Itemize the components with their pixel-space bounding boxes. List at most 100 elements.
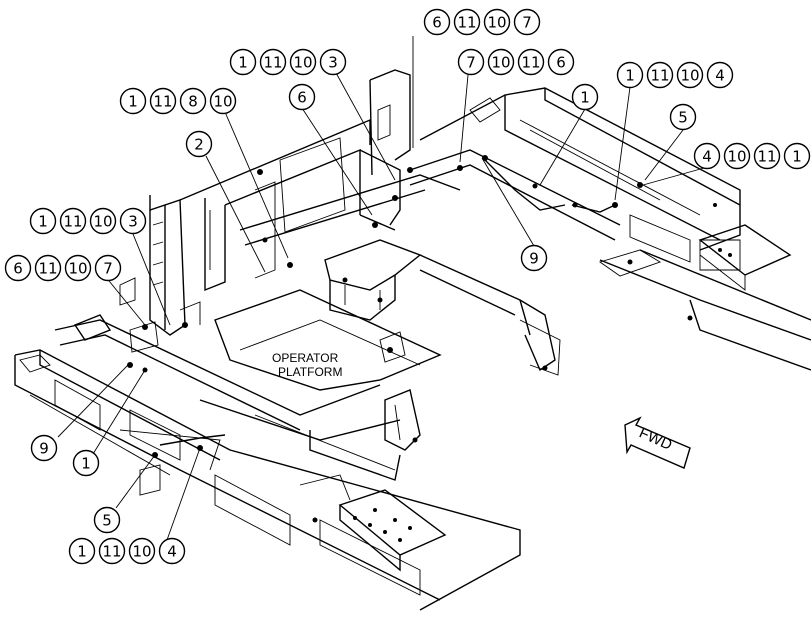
callout-number: 1 [77, 543, 87, 561]
callout-group-6-11-10-7-left: 6 11 10 7 [4, 254, 122, 282]
callout-single-5-right: 5 [669, 103, 697, 131]
fwd-arrow-icon [624, 416, 691, 469]
callout-balloon [783, 142, 811, 170]
callout-number: 4 [702, 148, 712, 166]
callout-balloon [646, 61, 674, 89]
callout-number: 5 [678, 109, 688, 127]
operator-platform-label-line1: OPERATOR [272, 351, 339, 365]
callout-single-6: 6 [288, 83, 316, 111]
callout-group-6-11-10-7-top: 6 11 10 7 [423, 8, 541, 36]
callout-balloon [520, 244, 548, 272]
callout-number: 11 [63, 213, 82, 231]
callout-number: 4 [715, 67, 725, 85]
callout-number: 11 [38, 260, 57, 278]
callout-number: 6 [556, 54, 566, 72]
callout-single-9-center: 9 [520, 244, 548, 272]
callout-number: 1 [238, 54, 248, 72]
fwd-arrow: FWD [624, 416, 691, 469]
callout-balloon [571, 83, 599, 111]
callout-number: 11 [153, 93, 172, 111]
callout-balloon [128, 537, 156, 565]
callout-number: 10 [727, 148, 746, 166]
callout-balloon [29, 207, 57, 235]
callout-number: 1 [128, 93, 138, 111]
callout-balloon [59, 207, 87, 235]
callout-balloon [487, 48, 515, 76]
callout-number: 11 [457, 14, 476, 32]
callout-balloon [423, 8, 451, 36]
callout-balloon [209, 87, 237, 115]
callout-number: 11 [650, 67, 669, 85]
callout-balloon [93, 506, 121, 534]
callout-number: 10 [680, 67, 699, 85]
callout-number: 1 [625, 67, 635, 85]
callout-balloon [676, 61, 704, 89]
callout-number: 6 [13, 260, 23, 278]
callout-balloon [706, 61, 734, 89]
leader-lines [57, 36, 705, 541]
callout-balloon [319, 48, 347, 76]
callout-balloon [517, 48, 545, 76]
callout-balloon [457, 48, 485, 76]
frame-line-art [14, 69, 811, 611]
callout-balloon [94, 254, 122, 282]
callout-number: 10 [68, 260, 87, 278]
callout-number: 11 [263, 54, 282, 72]
callout-number: 7 [103, 260, 113, 278]
callout-balloon [547, 48, 575, 76]
callout-number: 11 [102, 543, 121, 561]
callout-balloon [259, 48, 287, 76]
callout-number: 2 [194, 136, 204, 154]
callout-number: 10 [213, 93, 232, 111]
callout-balloon [72, 449, 100, 477]
callout-number: 8 [188, 93, 198, 111]
callout-balloon [185, 130, 213, 158]
callout-number: 10 [132, 543, 151, 561]
callout-balloon [68, 537, 96, 565]
callout-single-1-left: 1 [72, 449, 100, 477]
callout-balloon [669, 103, 697, 131]
callout-balloon [158, 537, 186, 565]
callout-number: 7 [466, 54, 476, 72]
callout-balloon [693, 142, 721, 170]
callout-balloon [483, 8, 511, 36]
callout-balloon [98, 537, 126, 565]
callout-number: 4 [167, 543, 177, 561]
callout-number: 10 [487, 14, 506, 32]
callout-balloon [30, 434, 58, 462]
callout-balloon [119, 207, 147, 235]
callout-single-2: 2 [185, 130, 213, 158]
callout-number: 7 [522, 14, 532, 32]
callout-number: 6 [432, 14, 442, 32]
callout-number: 1 [38, 213, 48, 231]
callout-balloon [89, 207, 117, 235]
callout-number: 9 [39, 440, 49, 458]
callout-balloon [149, 87, 177, 115]
callout-number: 3 [328, 54, 338, 72]
callout-balloon [4, 254, 32, 282]
callout-balloon [289, 48, 317, 76]
callout-number: 6 [297, 89, 307, 107]
callout-single-1-right: 1 [571, 83, 599, 111]
callout-number: 10 [293, 54, 312, 72]
callout-balloon [513, 8, 541, 36]
callout-number: 5 [102, 512, 112, 530]
callout-balloon [34, 254, 62, 282]
callout-number: 1 [792, 148, 802, 166]
callout-number: 10 [491, 54, 510, 72]
callout-balloon [64, 254, 92, 282]
callout-single-9-left: 9 [30, 434, 58, 462]
callout-balloon [723, 142, 751, 170]
callout-number: 1 [580, 89, 590, 107]
callout-number: 1 [81, 455, 91, 473]
callout-balloon [288, 83, 316, 111]
